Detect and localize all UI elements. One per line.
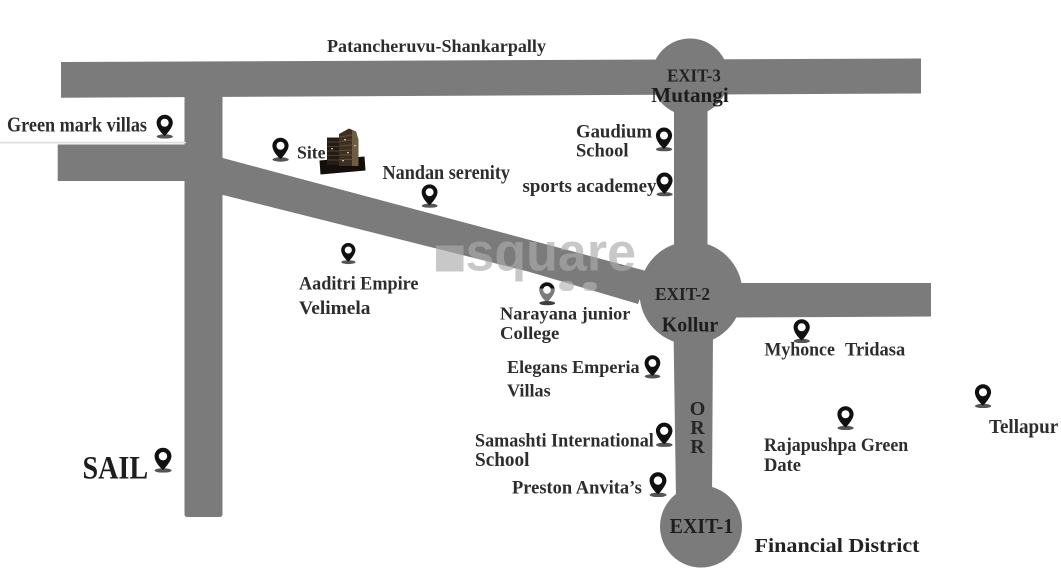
svg-text:Gaudium: Gaudium [576,121,652,142]
svg-text:R: R [690,417,705,439]
svg-text:Preston Anvita’s: Preston Anvita’s [512,478,642,499]
svg-text:Green mark villas: Green mark villas [7,113,147,137]
svg-text:square: square [466,223,637,283]
svg-text:EXIT-3: EXIT-3 [667,65,721,85]
svg-text:sports academey: sports academey [523,176,657,197]
svg-text:Samashti International: Samashti International [475,431,654,452]
svg-text:Narayana junior: Narayana junior [500,304,630,324]
svg-text:Elegans Emperia: Elegans Emperia [507,357,640,377]
svg-text:College: College [500,323,559,343]
svg-text:Date: Date [764,455,801,476]
svg-text:Mutangi: Mutangi [651,83,729,107]
svg-text:Financial District: Financial District [755,535,920,557]
svg-text:R: R [690,436,705,458]
svg-text:EXIT-1: EXIT-1 [670,514,734,538]
svg-text:Nandan serenity: Nandan serenity [383,162,511,184]
svg-text:Velimela: Velimela [299,298,371,319]
svg-text:School: School [576,141,629,162]
svg-text:Myhonce: Myhonce [765,339,835,360]
svg-text:Patancheruvu-Shankarpally: Patancheruvu-Shankarpally [327,36,546,56]
svg-text:Site: Site [297,143,326,163]
svg-text:Tellapur: Tellapur [989,416,1058,438]
svg-text:Kollur: Kollur [662,313,719,337]
svg-text:Aaditri Empire: Aaditri Empire [299,274,419,295]
svg-text:Tridasa: Tridasa [845,339,906,360]
svg-text:O: O [690,398,706,420]
svg-text:EXIT-2: EXIT-2 [655,284,710,304]
svg-text:Villas: Villas [507,381,551,401]
svg-text:Rajapushpa Green: Rajapushpa Green [764,435,909,456]
svg-text:SAIL: SAIL [83,451,149,487]
svg-text:School: School [475,449,530,471]
